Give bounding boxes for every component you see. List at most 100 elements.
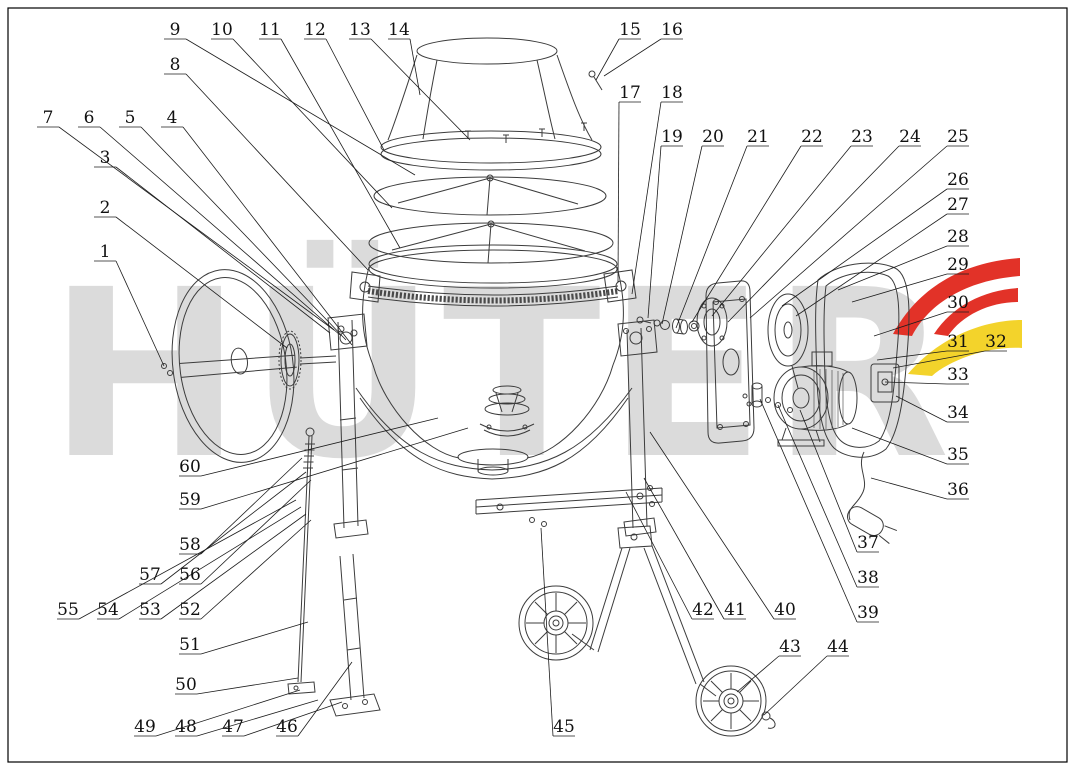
wheel-right [695, 665, 776, 737]
part-callout-59: 59 [179, 427, 469, 510]
part-number: 40 [774, 600, 796, 620]
part-number: 56 [179, 565, 201, 585]
drawing-border [7, 7, 1068, 763]
part-number: 22 [801, 127, 823, 147]
part-number: 46 [276, 717, 298, 737]
mounting-plate [705, 280, 755, 444]
part-number: 42 [692, 600, 714, 620]
part-callout-28: 28 [837, 227, 969, 291]
part-number: 7 [43, 108, 54, 128]
part-number: 48 [175, 717, 197, 737]
part-number: 43 [779, 637, 801, 657]
drum-cradle [355, 387, 633, 480]
part-callout-2: 2 [94, 198, 288, 349]
part-number: 55 [57, 600, 79, 620]
tow-frame [571, 525, 717, 697]
part-number: 50 [175, 675, 197, 695]
part-callout-38: 38 [777, 404, 879, 588]
part-callout-9: 9 [164, 20, 416, 176]
part-number: 18 [661, 83, 683, 103]
part-callout-13: 13 [349, 20, 471, 141]
part-callout-29: 29 [851, 255, 969, 303]
wheel-left [518, 585, 594, 661]
part-callout-33: 33 [884, 365, 969, 385]
cross-beam [475, 487, 663, 527]
ring-gear-teeth [367, 288, 619, 304]
part-number: 37 [857, 533, 879, 553]
part-number: 36 [947, 480, 969, 500]
part-number: 15 [619, 20, 641, 40]
part-callout-1: 1 [94, 242, 165, 367]
part-callout-23: 23 [711, 127, 873, 317]
part-callout-6: 6 [78, 108, 341, 336]
part-callout-46: 46 [276, 661, 353, 737]
part-number: 31 [947, 332, 969, 352]
part-callout-21: 21 [675, 127, 769, 329]
part-number: 34 [947, 403, 969, 423]
part-callout-39: 39 [759, 398, 879, 623]
part-callout-51: 51 [179, 621, 309, 655]
part-number: 4 [167, 108, 178, 128]
motor [773, 351, 858, 447]
part-number: 33 [947, 365, 969, 385]
part-callout-52: 52 [179, 519, 312, 620]
part-number: 19 [661, 127, 683, 147]
part-callout-27: 27 [795, 195, 969, 317]
part-callout-47: 47 [222, 701, 343, 737]
part-number: 23 [851, 127, 873, 147]
part-number: 13 [349, 20, 371, 40]
part-callout-26: 26 [781, 170, 969, 307]
part-number: 12 [304, 20, 326, 40]
part-number: 14 [388, 20, 410, 40]
part-number: 38 [857, 568, 879, 588]
part-number: 17 [619, 83, 641, 103]
part-callout-45: 45 [540, 527, 575, 737]
part-callout-31: 31 [876, 332, 969, 361]
part-callout-55: 55 [57, 499, 297, 620]
part-number: 39 [857, 603, 879, 623]
cone-band-bolts [465, 122, 587, 143]
part-callout-15: 15 [595, 20, 641, 81]
part-number: 47 [222, 717, 244, 737]
drum-cone [380, 37, 602, 171]
part-callout-49: 49 [134, 689, 301, 737]
part-callout-8: 8 [164, 55, 369, 271]
power-cable-plug [846, 451, 898, 544]
left-leg [329, 553, 381, 717]
part-number: 2 [100, 198, 111, 218]
cone-screw [588, 70, 603, 91]
part-number: 54 [97, 600, 119, 620]
left-stand-upright [327, 313, 369, 539]
part-number: 32 [985, 332, 1007, 352]
right-stand-upright [617, 319, 658, 537]
belt-pulley [767, 293, 809, 389]
part-number: 30 [947, 293, 969, 313]
part-callout-53: 53 [139, 513, 307, 620]
part-callout-24: 24 [727, 127, 921, 323]
mixer-drawing [161, 37, 910, 737]
part-number: 8 [170, 55, 181, 75]
center-bearing-parts [479, 385, 535, 437]
part-callout-50: 50 [175, 675, 299, 695]
part-callout-10: 10 [211, 20, 393, 209]
part-number: 21 [747, 127, 769, 147]
part-number: 26 [947, 170, 969, 190]
part-number: 52 [179, 600, 201, 620]
part-number: 45 [553, 717, 575, 737]
part-callout-42: 42 [625, 491, 714, 620]
part-number: 10 [211, 20, 233, 40]
part-number: 5 [125, 108, 136, 128]
part-callout-43: 43 [736, 637, 801, 693]
part-number: 27 [947, 195, 969, 215]
part-number: 57 [139, 565, 161, 585]
part-number: 28 [947, 227, 969, 247]
part-callout-40: 40 [649, 431, 796, 620]
axle-small-parts [636, 316, 700, 335]
part-callout-5: 5 [119, 108, 347, 341]
part-callout-32: 32 [892, 332, 1007, 369]
part-callout-37: 37 [799, 409, 879, 553]
part-callout-35: 35 [851, 427, 969, 465]
part-number: 11 [259, 20, 281, 40]
